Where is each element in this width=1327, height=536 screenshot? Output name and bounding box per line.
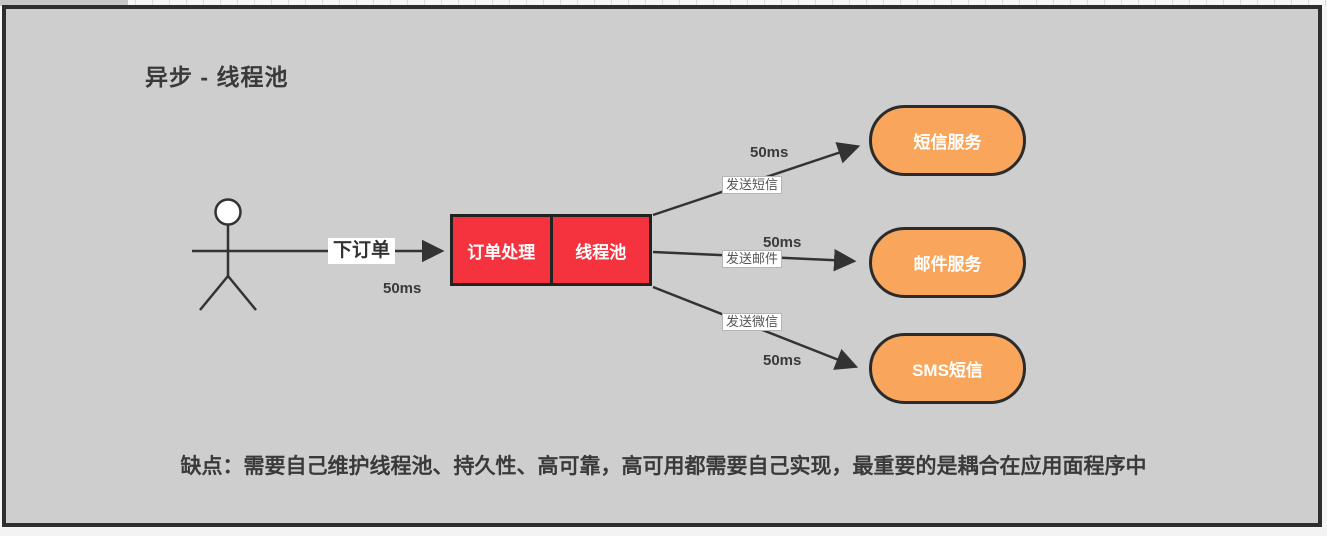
service-node-sms[interactable]: 短信服务 bbox=[869, 105, 1026, 176]
send-sms-label: 发送短信 bbox=[722, 176, 783, 194]
actor-right-leg bbox=[227, 275, 257, 311]
send-mail-label: 发送邮件 bbox=[722, 250, 783, 268]
actor-left-leg bbox=[199, 275, 229, 311]
send-wechat-label: 发送微信 bbox=[722, 313, 783, 331]
process-box[interactable]: 订单处理 线程池 bbox=[450, 214, 652, 286]
mail-latency-label: 50ms bbox=[763, 234, 802, 251]
sms-latency-label: 50ms bbox=[750, 144, 789, 161]
app-background-top-ruler bbox=[0, 0, 1327, 6]
order-arrow-label: 下订单 bbox=[328, 238, 396, 264]
actor-figure[interactable] bbox=[199, 198, 257, 311]
diagram-title: 异步 - 线程池 bbox=[145, 64, 289, 90]
order-latency-label: 50ms bbox=[383, 280, 422, 297]
diagram-panel bbox=[2, 5, 1322, 527]
drawback-caption: 缺点：需要自己维护线程池、持久性、高可靠，高可用都需要自己实现，最重要的是耦合在… bbox=[180, 455, 1147, 478]
wechat-latency-label: 50ms bbox=[763, 352, 802, 369]
service-node-mail[interactable]: 邮件服务 bbox=[869, 227, 1026, 298]
app-background-bottom bbox=[0, 528, 1327, 536]
process-cell-thread-pool[interactable]: 线程池 bbox=[549, 217, 650, 283]
service-node-sms-message[interactable]: SMS短信 bbox=[869, 333, 1026, 404]
process-cell-order-handling[interactable]: 订单处理 bbox=[467, 242, 536, 262]
top-ruler-segment bbox=[0, 0, 128, 6]
actor-head bbox=[214, 198, 242, 226]
